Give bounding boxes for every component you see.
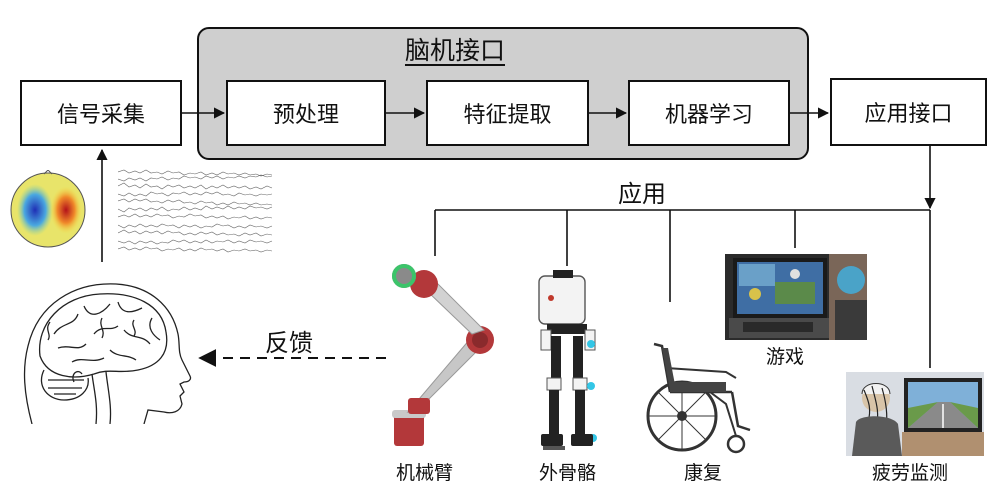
robot-arm-image	[392, 264, 494, 446]
wheelchair-image	[646, 342, 751, 454]
eeg-topomap-image	[10, 170, 86, 248]
fatigue-monitoring-image	[846, 372, 984, 456]
feature-extraction-box[interactable]: 特征提取	[426, 80, 589, 146]
application-label: 应用	[618, 180, 666, 208]
application-interface-box[interactable]: 应用接口	[830, 78, 987, 146]
signal-acquisition-box[interactable]: 信号采集	[20, 80, 182, 146]
bci-panel-title: 脑机接口	[404, 36, 505, 65]
machine-learning-box[interactable]: 机器学习	[628, 80, 790, 146]
game-image	[725, 254, 867, 340]
game-label: 游戏	[766, 346, 805, 368]
fatigue-monitoring-label: 疲劳监测	[872, 462, 949, 484]
brain-head-image	[23, 283, 192, 424]
robot-arm-label: 机械臂	[396, 462, 454, 484]
exoskeleton-label: 外骨骼	[539, 462, 597, 484]
eeg-waveform-image	[118, 169, 273, 253]
exoskeleton-image	[538, 270, 597, 450]
rehab-label: 康复	[684, 462, 723, 484]
preprocessing-box[interactable]: 预处理	[226, 80, 386, 146]
feedback-label: 反馈	[265, 329, 313, 357]
